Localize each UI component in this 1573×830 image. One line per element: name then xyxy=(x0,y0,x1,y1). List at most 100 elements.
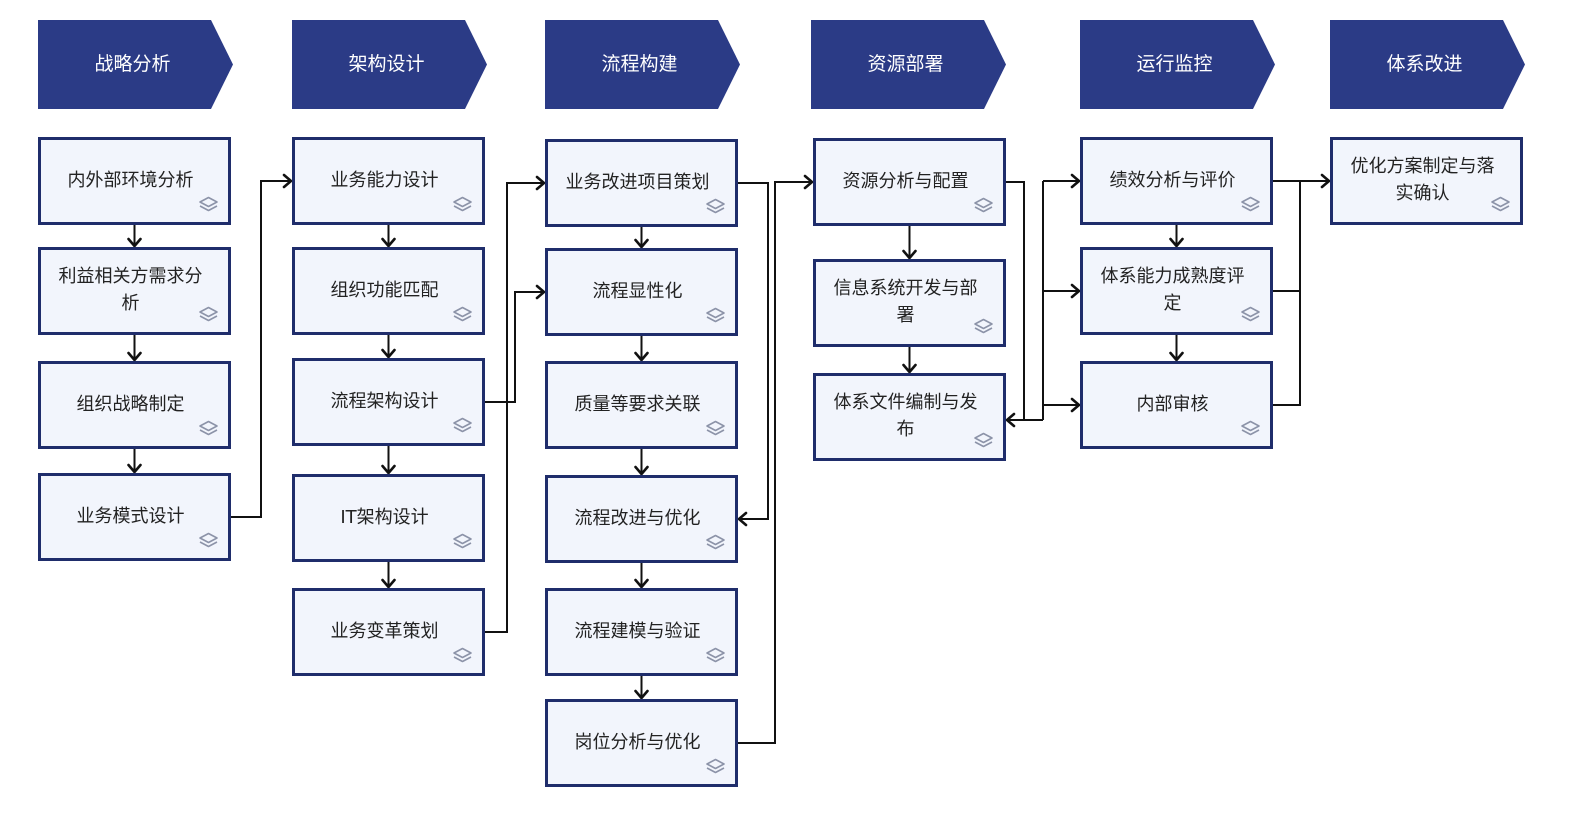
phase-header-strategy-analysis[interactable]: 战略分析 xyxy=(38,20,233,109)
layers-icon[interactable] xyxy=(705,534,726,553)
layers-icon[interactable] xyxy=(198,532,219,551)
layers-icon[interactable] xyxy=(452,647,473,666)
process-box[interactable]: 利益相关方需求分析 xyxy=(38,247,231,335)
arrow-head xyxy=(1005,412,1016,428)
process-box[interactable]: 绩效分析与评价 xyxy=(1080,137,1273,225)
process-box[interactable]: 优化方案制定与落实确认 xyxy=(1330,137,1523,225)
process-label: 流程显性化 xyxy=(592,280,683,302)
process-box[interactable]: 体系能力成熟度评定 xyxy=(1080,247,1273,335)
process-box[interactable]: 业务变革策划 xyxy=(292,588,485,676)
arrow-head xyxy=(803,174,814,190)
process-label: 岗位分析与优化 xyxy=(574,731,701,753)
connector-cross xyxy=(1273,181,1301,406)
phase-title: 战略分析 xyxy=(94,53,171,75)
arrow-head xyxy=(634,465,649,476)
phase-header-system-improve[interactable]: 体系改进 xyxy=(1330,20,1525,109)
layers-icon[interactable] xyxy=(452,533,473,552)
layers-icon[interactable] xyxy=(705,307,726,326)
phase-header-architecture-design[interactable]: 架构设计 xyxy=(292,20,487,109)
process-box[interactable]: 信息系统开发与部署 xyxy=(813,259,1006,347)
layers-icon[interactable] xyxy=(452,306,473,325)
layers-icon[interactable] xyxy=(452,196,473,215)
process-box[interactable]: 岗位分析与优化 xyxy=(545,699,738,787)
phase-header-resource-deploy[interactable]: 资源部署 xyxy=(811,20,1006,109)
connector-cross xyxy=(485,291,544,403)
phase-chevron-shape xyxy=(811,20,1006,109)
layers-icon[interactable] xyxy=(705,758,726,777)
arrow-head xyxy=(902,249,917,260)
arrow-head xyxy=(381,578,396,589)
layers-icon[interactable] xyxy=(198,196,219,215)
arrow-head xyxy=(1169,351,1184,362)
arrow-head xyxy=(634,578,649,589)
process-label: 资源分析与配置 xyxy=(842,170,969,192)
layers-icon[interactable] xyxy=(198,420,219,439)
arrow-head xyxy=(127,463,142,474)
layers-icon[interactable] xyxy=(705,420,726,439)
arrow-head xyxy=(1070,173,1081,189)
layers-icon[interactable] xyxy=(973,432,994,451)
layers-icon[interactable] xyxy=(1490,196,1511,215)
process-label: 业务改进项目策划 xyxy=(565,171,710,193)
process-box[interactable]: 业务能力设计 xyxy=(292,137,485,225)
layers-icon[interactable] xyxy=(198,306,219,325)
process-box[interactable]: 内外部环境分析 xyxy=(38,137,231,225)
arrow-head xyxy=(1070,283,1081,299)
connector-cross xyxy=(738,181,812,744)
process-label: 信息系统开发与部署 xyxy=(833,278,978,326)
process-label: 优化方案制定与落实确认 xyxy=(1350,156,1495,204)
process-label: 体系能力成熟度评定 xyxy=(1100,266,1245,314)
process-label: 业务变革策划 xyxy=(330,620,439,642)
process-box[interactable]: 内部审核 xyxy=(1080,361,1273,449)
layers-icon[interactable] xyxy=(1240,196,1261,215)
process-box[interactable]: 流程显性化 xyxy=(545,248,738,336)
layers-icon[interactable] xyxy=(705,647,726,666)
process-box[interactable]: IT架构设计 xyxy=(292,474,485,562)
connector-loop xyxy=(738,182,769,520)
process-box[interactable]: 流程改进与优化 xyxy=(545,475,738,563)
layers-icon[interactable] xyxy=(705,198,726,217)
arrow-head xyxy=(535,284,546,300)
phase-title: 架构设计 xyxy=(348,53,425,75)
process-box[interactable]: 体系文件编制与发布 xyxy=(813,373,1006,461)
process-label: IT架构设计 xyxy=(340,506,429,528)
phase-chevron-shape xyxy=(292,20,487,109)
arrow-head xyxy=(634,238,649,249)
process-box[interactable]: 组织战略制定 xyxy=(38,361,231,449)
layers-icon[interactable] xyxy=(1240,420,1261,439)
process-box[interactable]: 组织功能匹配 xyxy=(292,247,485,335)
layers-icon[interactable] xyxy=(973,318,994,337)
process-box[interactable]: 流程架构设计 xyxy=(292,358,485,446)
arrow-head xyxy=(1169,237,1184,248)
process-label: 业务模式设计 xyxy=(76,505,185,527)
arrow-head xyxy=(381,237,396,248)
process-box[interactable]: 业务模式设计 xyxy=(38,473,231,561)
phase-header-process-build[interactable]: 流程构建 xyxy=(545,20,740,109)
process-label: 流程架构设计 xyxy=(330,390,439,412)
process-label: 内外部环境分析 xyxy=(67,169,194,191)
process-box[interactable]: 业务改进项目策划 xyxy=(545,139,738,227)
process-label: 质量等要求关联 xyxy=(574,393,701,415)
phase-header-operation-monitor[interactable]: 运行监控 xyxy=(1080,20,1275,109)
process-label: 组织功能匹配 xyxy=(330,279,439,301)
arrow-head xyxy=(381,464,396,475)
process-box[interactable]: 流程建模与验证 xyxy=(545,588,738,676)
phase-chevron-shape xyxy=(1330,20,1525,109)
arrow-head xyxy=(634,689,649,700)
phase-chevron-shape xyxy=(545,20,740,109)
process-box[interactable]: 资源分析与配置 xyxy=(813,138,1006,226)
connector-loop xyxy=(1006,181,1025,421)
process-box[interactable]: 质量等要求关联 xyxy=(545,361,738,449)
phase-chevron-shape xyxy=(1080,20,1275,109)
layers-icon[interactable] xyxy=(973,197,994,216)
arrow-head xyxy=(127,351,142,362)
layers-icon[interactable] xyxy=(452,417,473,436)
phase-title: 运行监控 xyxy=(1136,53,1213,75)
arrow-head xyxy=(1320,173,1331,189)
layers-icon[interactable] xyxy=(1240,306,1261,325)
process-label: 流程改进与优化 xyxy=(574,507,701,529)
arrow-head xyxy=(127,237,142,248)
process-label: 绩效分析与评价 xyxy=(1109,169,1236,191)
